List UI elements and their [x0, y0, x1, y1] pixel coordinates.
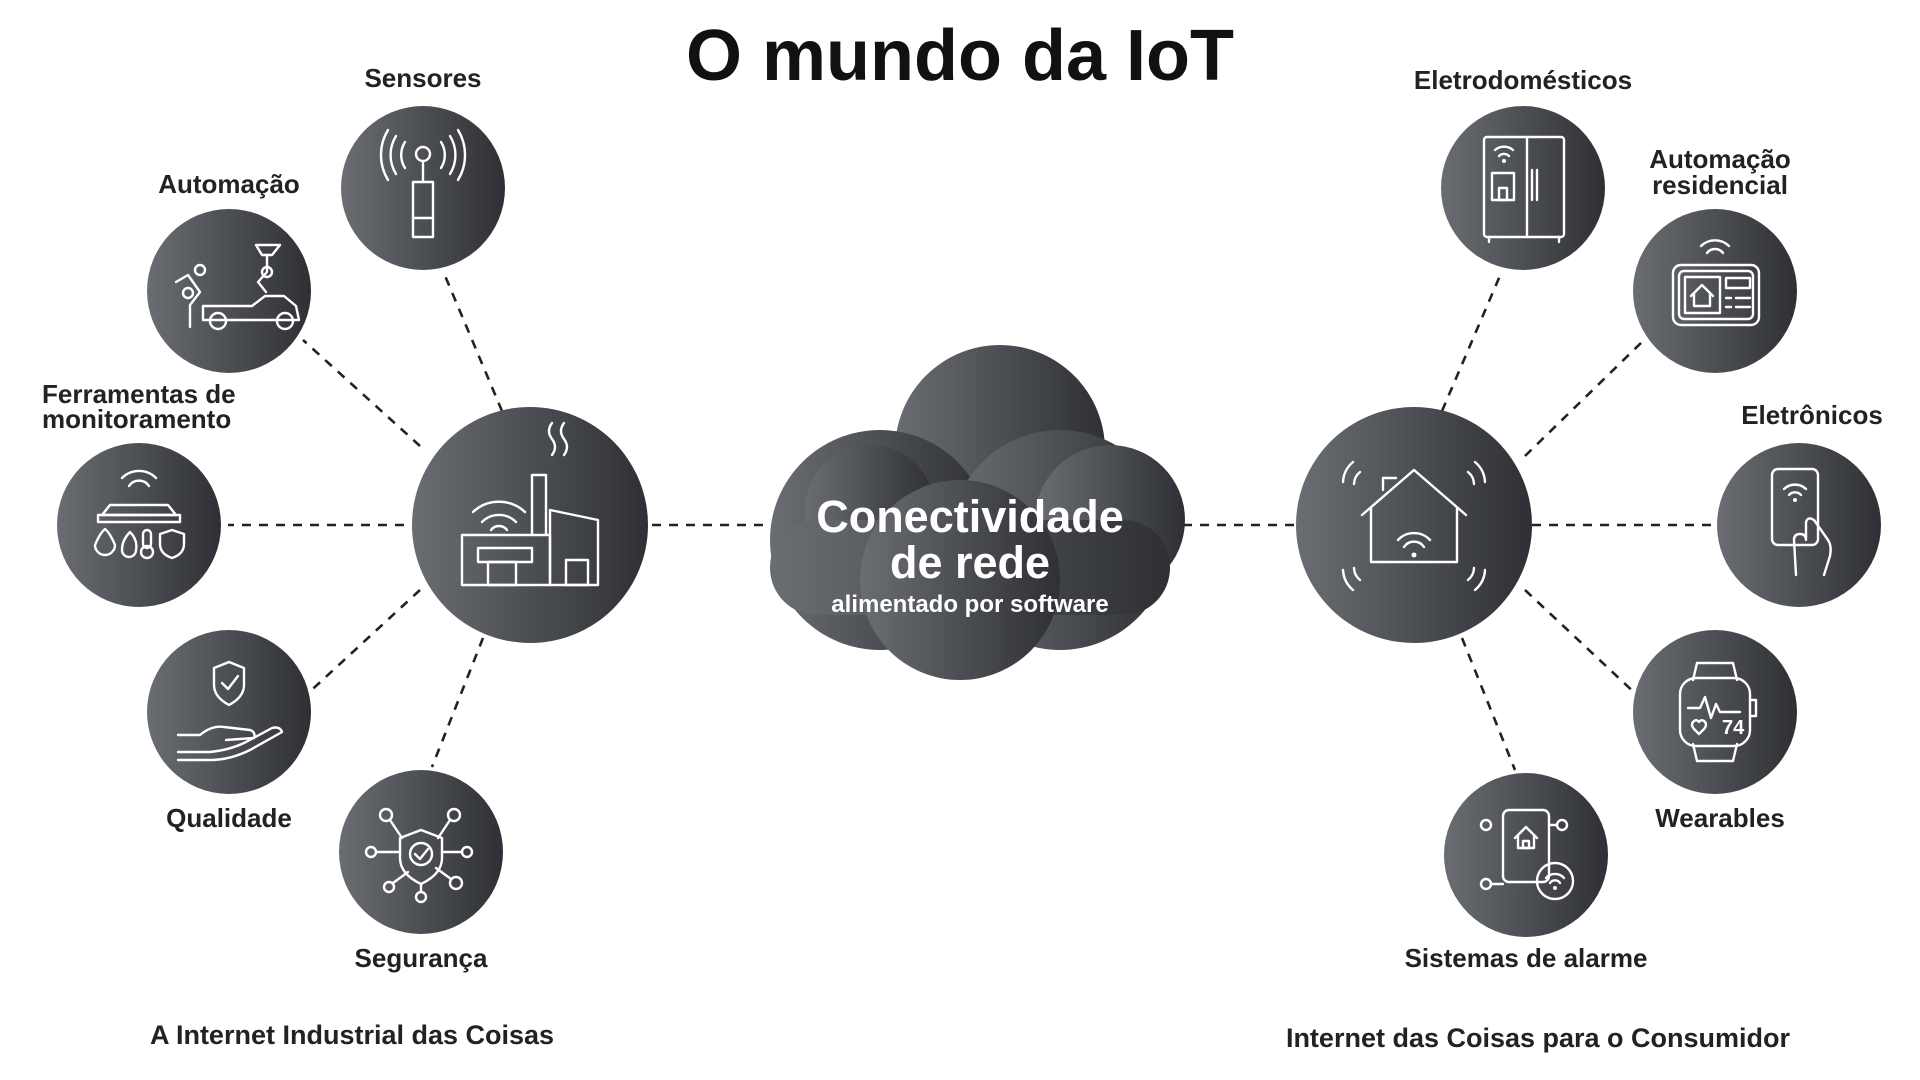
- node-automacao-residencial: Automação residencial: [1633, 144, 1797, 373]
- smartphone-hand-icon: [1770, 467, 1832, 577]
- node-eletronicos: Eletrônicos: [1717, 400, 1883, 607]
- connection-lines: [228, 270, 1712, 771]
- node-wearables: 74 Wearables: [1633, 630, 1797, 833]
- page-title: O mundo da IoT: [686, 16, 1234, 96]
- label-ferramentas-line1: Ferramentas de: [42, 379, 236, 409]
- node-qualidade: Qualidade: [147, 630, 311, 833]
- antenna-sensor-icon: [379, 128, 467, 239]
- link-factory-qualidade: [302, 589, 421, 699]
- link-home-alarme: [1460, 637, 1517, 771]
- industrial-group-label: A Internet Industrial das Coisas: [150, 1020, 554, 1050]
- label-eletrodomesticos: Eletrodomésticos: [1414, 65, 1632, 95]
- link-home-wearables: [1524, 589, 1639, 697]
- cloud-title-line1: Conectividade: [816, 491, 1124, 542]
- node-automacao: Automação: [147, 169, 311, 373]
- link-factory-sensores: [441, 270, 504, 412]
- cloud-subtitle: alimentado por software: [831, 591, 1108, 618]
- hand-shield-icon: [176, 660, 284, 762]
- security-network-icon: [364, 807, 474, 904]
- refrigerator-icon: [1482, 135, 1566, 244]
- alarm-system-icon: [1479, 808, 1575, 901]
- label-wearables: Wearables: [1655, 803, 1785, 833]
- label-ferramentas-line2: monitoramento: [42, 404, 231, 434]
- factory-icon: [460, 421, 600, 587]
- label-automacao-residencial-line2: residencial: [1652, 170, 1788, 200]
- link-home-eletrodomesticos: [1440, 270, 1504, 412]
- label-qualidade: Qualidade: [166, 803, 292, 833]
- smart-home-hub: [1296, 407, 1532, 643]
- node-ferramentas-monitoramento: Ferramentas de monitoramento: [42, 379, 236, 607]
- smart-home-icon: [1341, 460, 1487, 592]
- node-sistemas-alarme: Sistemas de alarme: [1405, 773, 1648, 973]
- link-factory-seguranca: [430, 637, 485, 768]
- label-eletronicos: Eletrônicos: [1741, 400, 1883, 430]
- node-sensores: Sensores: [341, 63, 505, 270]
- cloud-hub: Conectividade de rede alimentado por sof…: [770, 345, 1185, 680]
- consumer-group-label: Internet das Coisas para o Consumidor: [1286, 1023, 1791, 1053]
- node-eletrodomesticos: Eletrodomésticos: [1414, 65, 1632, 270]
- home-control-panel-icon: [1671, 239, 1761, 327]
- node-seguranca: Segurança: [339, 770, 503, 973]
- label-sistemas-alarme: Sistemas de alarme: [1405, 943, 1648, 973]
- monitoring-tools-icon: [93, 469, 186, 560]
- label-sensores: Sensores: [364, 63, 481, 93]
- label-seguranca: Segurança: [355, 943, 488, 973]
- link-home-automacao-res: [1524, 339, 1645, 457]
- link-factory-automacao: [302, 339, 421, 447]
- label-automacao: Automação: [158, 169, 300, 199]
- label-automacao-residencial-line1: Automação: [1649, 144, 1791, 174]
- robot-arm-car-icon: [174, 243, 301, 331]
- smartwatch-icon: 74: [1678, 661, 1758, 763]
- cloud-title-line2: de rede: [890, 537, 1050, 588]
- factory-hub: [412, 407, 648, 643]
- watch-reading: 74: [1722, 717, 1745, 739]
